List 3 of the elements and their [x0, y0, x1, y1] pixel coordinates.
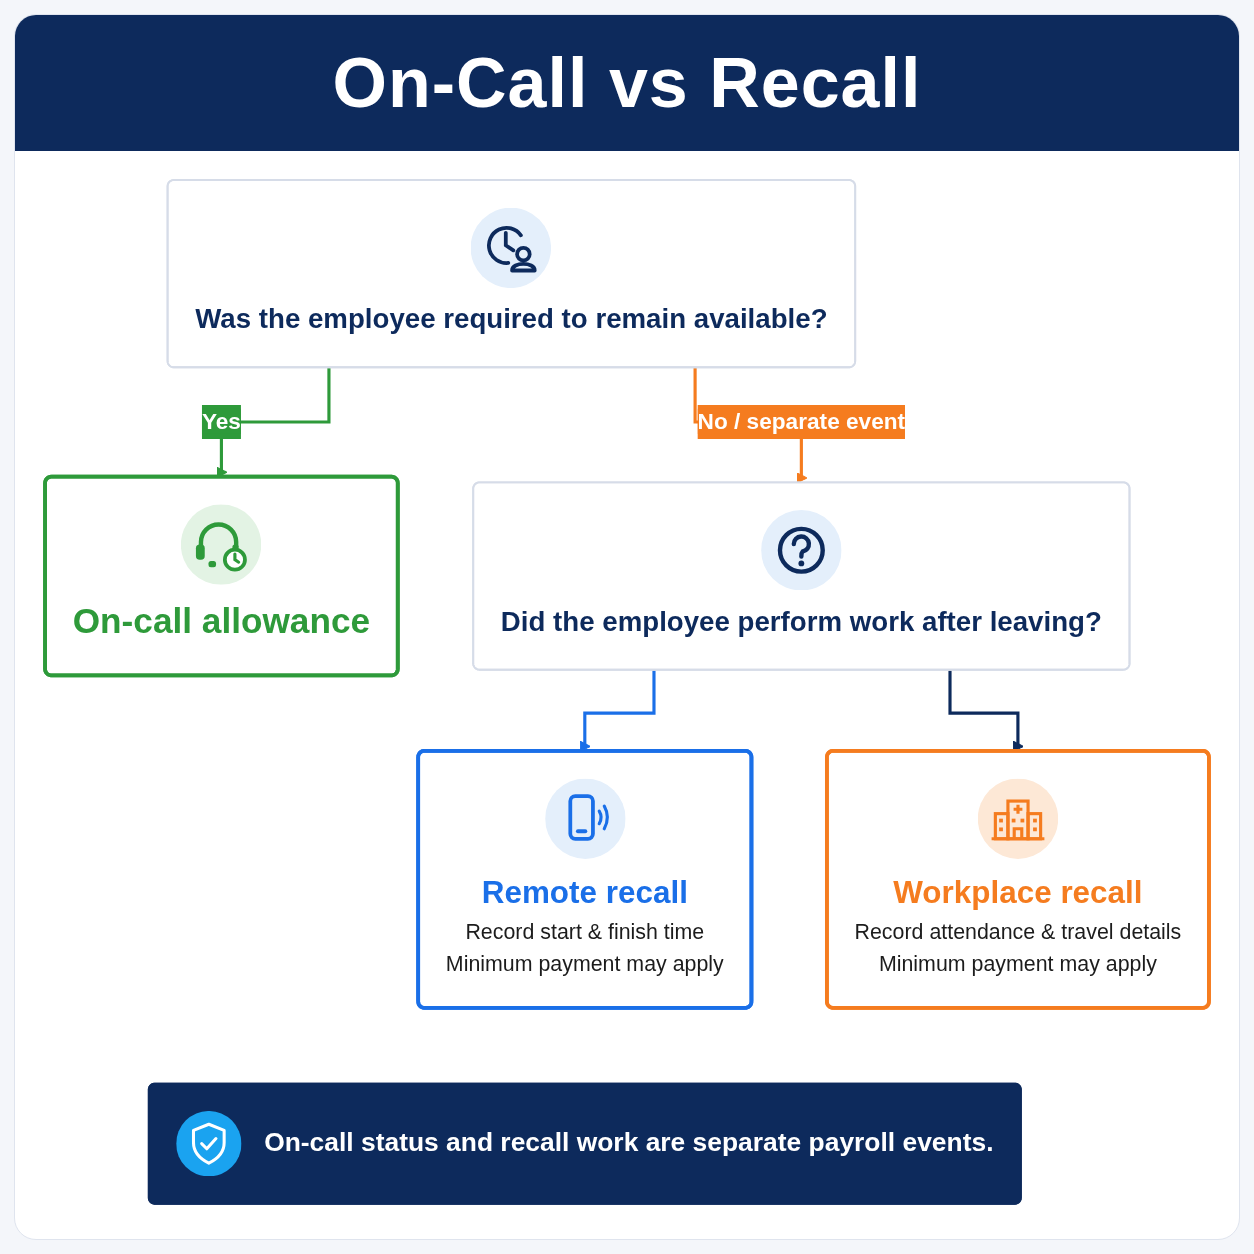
edge-label: Yes [201, 408, 241, 434]
title: On-Call vs Recall [332, 43, 922, 123]
edge-label: No / separate event [697, 408, 906, 434]
